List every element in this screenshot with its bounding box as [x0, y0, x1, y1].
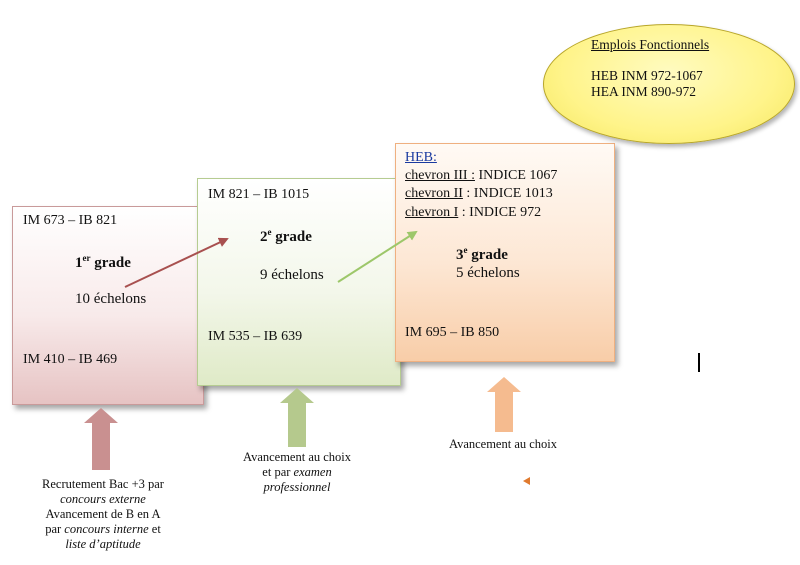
grade-3-box: HEB: chevron III : INDICE 1067 chevron I… — [395, 143, 615, 362]
chevron-3-line: chevron III : INDICE 1067 — [405, 168, 558, 183]
grade-2-title: 2e grade — [260, 227, 312, 245]
grade-1-top-indices: IM 673 – IB 821 — [23, 213, 118, 228]
chevron-2-line: chevron II : INDICE 1013 — [405, 186, 553, 201]
arrow-grade2-to-grade3 — [337, 230, 418, 283]
grade-2-box: IM 821 – IB 1015 2e grade 9 échelons IM … — [197, 178, 401, 386]
emplois-fonctionnels-ellipse: Emplois Fonctionnels HEB INM 972-1067 HE… — [543, 24, 795, 144]
grade-3-bottom-indices: IM 695 – IB 850 — [405, 325, 500, 340]
up-arrow-red — [84, 408, 118, 470]
chevron-1-line: chevron I : INDICE 972 — [405, 205, 542, 220]
grade-1-box: IM 673 – IB 821 1er grade 10 échelons IM… — [12, 206, 204, 405]
grade-1-bottom-indices: IM 410 – IB 469 — [23, 352, 118, 367]
grade-1-echelons: 10 échelons — [75, 291, 147, 307]
heb-label: HEB: — [405, 150, 437, 165]
grade-2-echelons: 9 échelons — [260, 267, 324, 283]
caption-avancement-examen: Avancement au choix et par examen profes… — [242, 450, 352, 494]
arrow-grade1-to-grade2 — [124, 237, 229, 288]
grade-2-top-indices: IM 821 – IB 1015 — [208, 187, 310, 202]
caption-avancement-choix: Avancement au choix — [448, 437, 558, 451]
grade-2-bottom-indices: IM 535 – IB 639 — [208, 329, 303, 344]
emplois-line-hea: HEA INM 890-972 — [591, 84, 696, 99]
small-triangle-marker — [523, 477, 530, 485]
up-arrow-orange — [487, 377, 521, 432]
caption-recrutement: Recrutement Bac +3 par concours externe … — [42, 477, 164, 551]
text-cursor — [698, 353, 700, 372]
grade-3-echelons: 5 échelons — [456, 265, 520, 281]
grade-1-title: 1er grade — [75, 253, 131, 271]
emplois-line-heb: HEB INM 972-1067 — [591, 68, 703, 83]
emplois-title: Emplois Fonctionnels — [591, 37, 710, 52]
up-arrow-green — [280, 388, 314, 447]
grade-3-title: 3e grade — [456, 245, 508, 263]
